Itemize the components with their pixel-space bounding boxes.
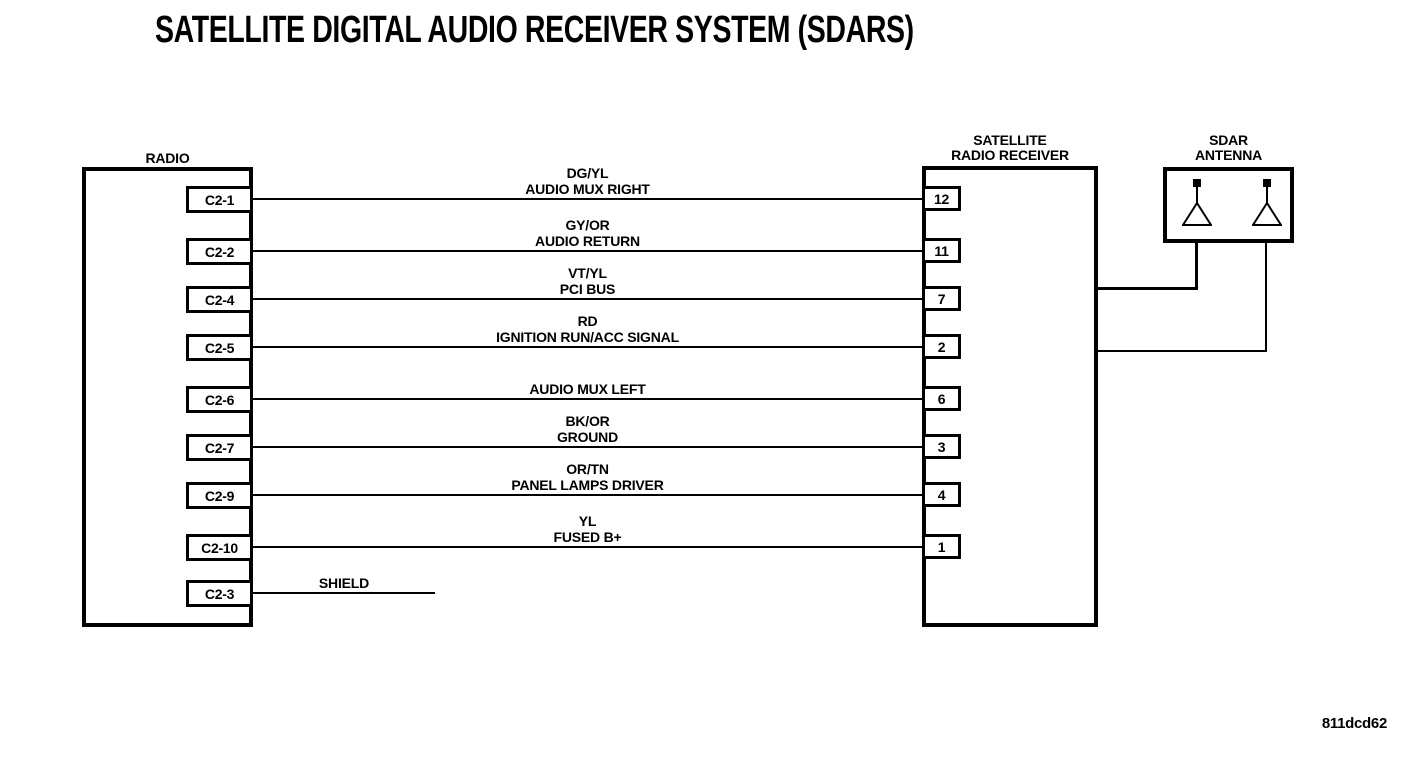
antenna-coax-1-horizontal — [1097, 287, 1198, 290]
antenna-coax-2-horizontal — [1097, 350, 1267, 352]
wire-label-fused-b-plus: YL FUSED B+ — [253, 513, 922, 545]
radio-pin-c2-3: C2-3 — [186, 580, 253, 607]
wire-audio-mux-right — [253, 198, 922, 200]
wire-color-code: OR/TN — [566, 461, 609, 477]
wire-label-panel-lamps: OR/TN PANEL LAMPS DRIVER — [253, 461, 922, 493]
radio-pin-c2-6: C2-6 — [186, 386, 253, 413]
receiver-pin-12: 12 — [922, 186, 961, 211]
wire-fused-b-plus — [253, 546, 922, 548]
antenna-label-line2: ANTENNA — [1194, 147, 1263, 163]
wire-color-code: YL — [578, 513, 597, 529]
radio-pin-c2-9: C2-9 — [186, 482, 253, 509]
wire-label-audio-mux-left: AUDIO MUX LEFT — [253, 381, 922, 397]
wire-label-ignition-signal: RD IGNITION RUN/ACC SIGNAL — [253, 313, 922, 345]
wire-label-audio-mux-right: DG/YL AUDIO MUX RIGHT — [253, 165, 922, 197]
wire-signal-name: AUDIO MUX RIGHT — [525, 181, 650, 197]
wire-panel-lamps — [253, 494, 922, 496]
radio-pin-c2-4: C2-4 — [186, 286, 253, 313]
wire-audio-mux-left — [253, 398, 922, 400]
antenna-label-line1: SDAR — [1209, 132, 1248, 148]
wire-signal-name: PCI BUS — [559, 281, 616, 297]
antenna-coax-1-vertical — [1195, 243, 1198, 290]
receiver-pin-2: 2 — [922, 334, 961, 359]
wire-signal-name: IGNITION RUN/ACC SIGNAL — [496, 329, 679, 345]
receiver-pin-6: 6 — [922, 386, 961, 411]
wire-shield — [253, 592, 435, 594]
wire-label-shield: SHIELD — [318, 575, 370, 591]
diagram-title: SATELLITE DIGITAL AUDIO RECEIVER SYSTEM … — [155, 9, 914, 51]
receiver-pin-1: 1 — [922, 534, 961, 559]
wire-ground — [253, 446, 922, 448]
antenna-label: SDAR ANTENNA — [1163, 133, 1294, 163]
wire-signal-name: PANEL LAMPS DRIVER — [511, 477, 664, 493]
wire-audio-return — [253, 250, 922, 252]
wire-color-code: VT/YL — [568, 265, 607, 281]
receiver-pin-11: 11 — [922, 238, 961, 263]
antenna-element-icon — [1252, 179, 1282, 226]
wire-pci-bus — [253, 298, 922, 300]
radio-pin-c2-5: C2-5 — [186, 334, 253, 361]
radio-pin-c2-10: C2-10 — [186, 534, 253, 561]
antenna-box — [1163, 167, 1294, 243]
wire-signal-name: AUDIO RETURN — [535, 233, 640, 249]
wire-color-code: DG/YL — [566, 165, 609, 181]
radio-pin-c2-2: C2-2 — [186, 238, 253, 265]
wire-signal-name: AUDIO MUX LEFT — [529, 381, 646, 397]
receiver-pin-4: 4 — [922, 482, 961, 507]
antenna-element-icon — [1182, 179, 1212, 226]
receiver-label-line1: SATELLITE — [973, 132, 1047, 148]
radio-label: RADIO — [145, 150, 190, 166]
wire-label-pci-bus: VT/YL PCI BUS — [253, 265, 922, 297]
radio-pin-c2-1: C2-1 — [186, 186, 253, 213]
wire-label-ground: BK/OR GROUND — [253, 413, 922, 445]
receiver-pin-3: 3 — [922, 434, 961, 459]
wire-color-code: BK/OR — [565, 413, 610, 429]
radio-pin-c2-7: C2-7 — [186, 434, 253, 461]
wire-ignition-signal — [253, 346, 922, 348]
wire-color-code: GY/OR — [565, 217, 610, 233]
wire-signal-name: FUSED B+ — [553, 529, 622, 545]
drawing-code: 811dcd62 — [1321, 715, 1387, 732]
wire-label-audio-return: GY/OR AUDIO RETURN — [253, 217, 922, 249]
receiver-label-line2: RADIO RECEIVER — [951, 147, 1069, 163]
wire-signal-name: GROUND — [556, 429, 619, 445]
receiver-label: SATELLITE RADIO RECEIVER — [922, 133, 1098, 163]
receiver-pin-7: 7 — [922, 286, 961, 311]
antenna-coax-2-vertical — [1265, 243, 1267, 352]
wire-color-code: RD — [577, 313, 598, 329]
